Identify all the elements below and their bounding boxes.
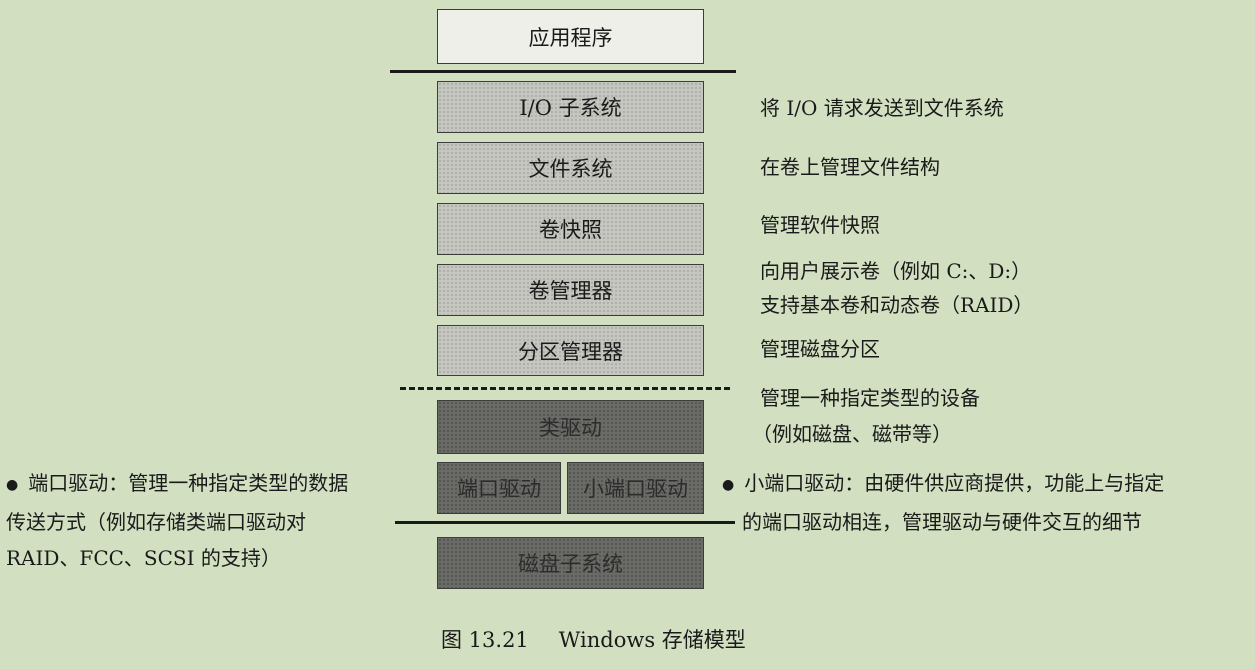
miniport-driver-note-text1: 小端口驱动：由硬件供应商提供，功能上与指定 xyxy=(744,471,1165,495)
volume-snapshot-description: 管理软件快照 xyxy=(760,213,880,237)
figure-caption: 图 13.21 Windows 存储模型 xyxy=(441,624,746,654)
class-driver-layer: 类驱动 xyxy=(437,400,704,454)
application-layer: 应用程序 xyxy=(437,9,704,64)
bullet-icon: ● xyxy=(722,476,735,493)
port-driver-note-line3: RAID、FCC、SCSI 的支持） xyxy=(6,546,281,570)
volume-manager-description-line2: 支持基本卷和动态卷（RAID） xyxy=(760,293,1034,317)
class-driver-label: 类驱动 xyxy=(539,416,602,440)
volume-manager-label: 卷管理器 xyxy=(528,279,613,303)
file-system-description: 在卷上管理文件结构 xyxy=(760,155,940,179)
miniport-driver-note-line2: 的端口驱动相连，管理驱动与硬件交互的细节 xyxy=(742,510,1142,534)
application-layer-label: 应用程序 xyxy=(528,25,613,50)
io-subsystem-description: 将 I/O 请求发送到文件系统 xyxy=(760,96,1004,120)
port-driver-note-line1: ● 端口驱动：管理一种指定类型的数据 xyxy=(6,466,348,502)
file-system-layer: 文件系统 xyxy=(437,142,704,194)
hardware-separator-line xyxy=(395,521,735,524)
port-driver-note-text1: 端口驱动：管理一种指定类型的数据 xyxy=(28,471,349,495)
kernel-driver-dashed-separator xyxy=(400,387,730,390)
partition-manager-description: 管理磁盘分区 xyxy=(760,337,880,361)
io-subsystem-label: I/O 子系统 xyxy=(519,96,622,120)
disk-subsystem-label: 磁盘子系统 xyxy=(518,552,623,576)
figure-title: Windows 存储模型 xyxy=(558,628,746,652)
partition-manager-label: 分区管理器 xyxy=(518,339,623,364)
app-separator-line xyxy=(390,70,736,73)
port-driver-layer: 端口驱动 xyxy=(437,462,561,514)
volume-manager-layer: 卷管理器 xyxy=(437,264,704,316)
io-subsystem-layer: I/O 子系统 xyxy=(437,81,704,133)
disk-subsystem-layer: 磁盘子系统 xyxy=(437,537,704,589)
miniport-driver-label: 小端口驱动 xyxy=(583,477,688,501)
class-driver-description-line2: （例如磁盘、磁带等） xyxy=(752,422,952,446)
class-driver-description-line1: 管理一种指定类型的设备 xyxy=(760,386,980,410)
port-driver-label: 端口驱动 xyxy=(457,477,541,501)
volume-manager-description-line1: 向用户展示卷（例如 C:、D:） xyxy=(760,259,1032,283)
volume-snapshot-layer: 卷快照 xyxy=(437,203,704,255)
partition-manager-layer: 分区管理器 xyxy=(437,325,704,376)
port-driver-note-line2: 传送方式（例如存储类端口驱动对 xyxy=(6,510,306,534)
bullet-icon: ● xyxy=(6,476,19,493)
figure-number: 图 13.21 xyxy=(441,628,529,652)
miniport-driver-note-line1: ● 小端口驱动：由硬件供应商提供，功能上与指定 xyxy=(722,466,1164,502)
volume-snapshot-label: 卷快照 xyxy=(539,218,602,242)
file-system-label: 文件系统 xyxy=(528,157,613,181)
miniport-driver-layer: 小端口驱动 xyxy=(567,462,704,514)
